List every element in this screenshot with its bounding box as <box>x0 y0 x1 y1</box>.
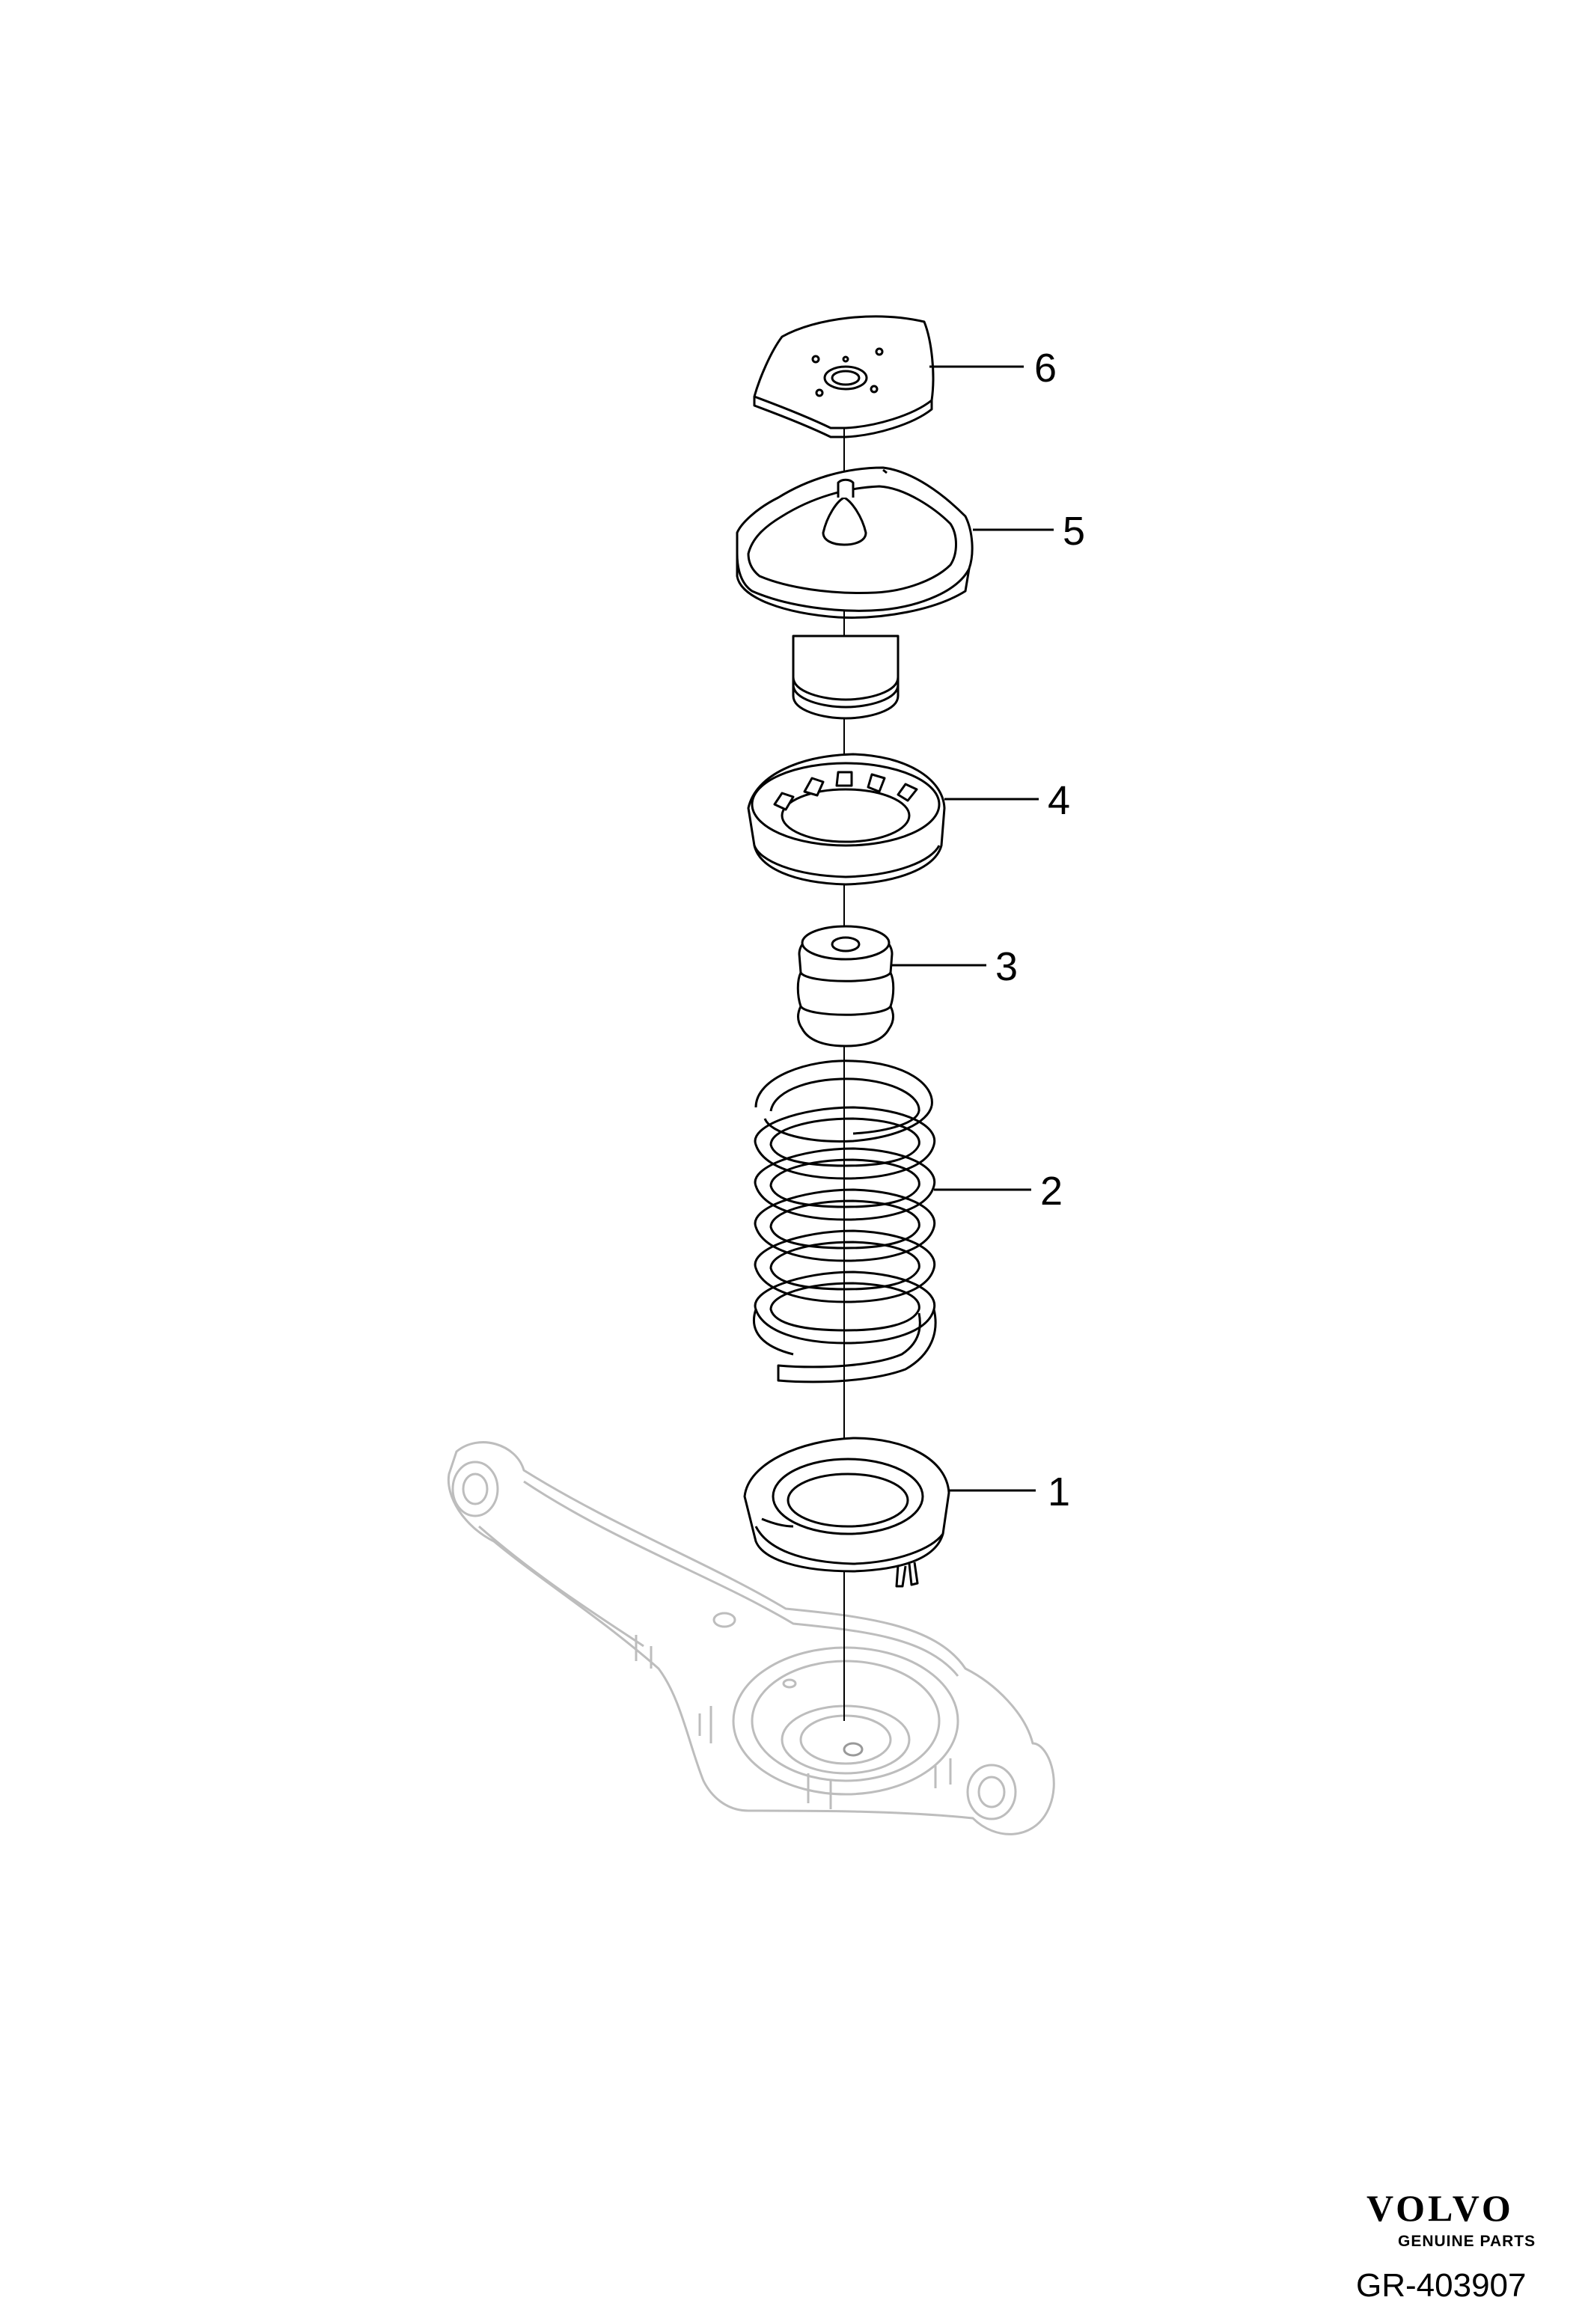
part-6-mounting-plate <box>753 315 935 438</box>
reference-code: GR-403907 <box>1356 2267 1527 2304</box>
callout-4: 4 <box>1048 778 1070 823</box>
callout-5: 5 <box>1063 509 1085 554</box>
callout-1: 1 <box>1048 1470 1070 1514</box>
part-1-lower-spring-seat <box>743 1437 950 1588</box>
leader-lines <box>892 365 1054 1492</box>
callout-6: 6 <box>1034 346 1057 391</box>
volvo-logo: VOLVO <box>1366 2187 1514 2229</box>
control-arm <box>447 1441 1055 1835</box>
callout-3: 3 <box>995 944 1018 989</box>
part-2-coil-spring <box>752 1059 937 1383</box>
spring-coils <box>754 1106 936 1345</box>
part-4-upper-spring-seat <box>747 753 946 886</box>
part-3-bump-stop <box>796 925 895 1048</box>
callout-2: 2 <box>1040 1169 1063 1214</box>
part-5-spring-mount <box>736 466 974 720</box>
genuine-parts-tagline: GENUINE PARTS <box>1398 2233 1536 2250</box>
